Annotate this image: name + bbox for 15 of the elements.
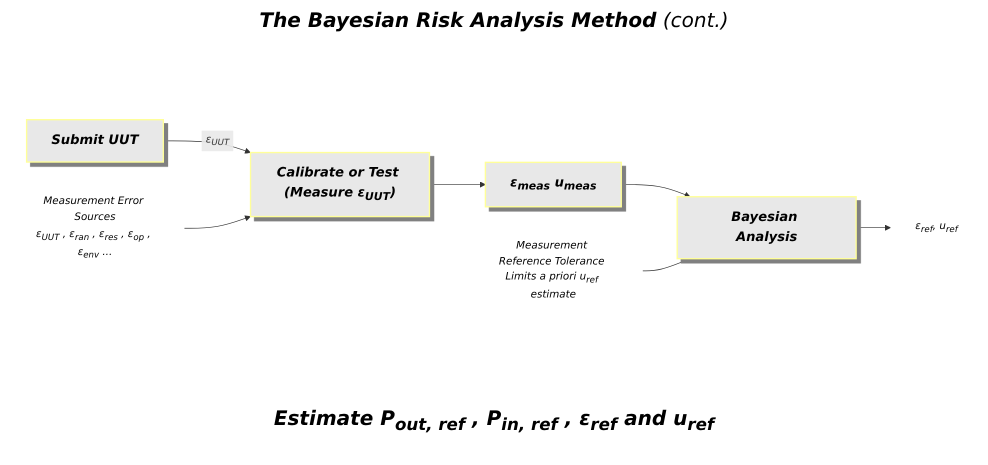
edge-label: ε$_{UUT}$ — [206, 132, 230, 148]
arrow — [642, 258, 690, 272]
node-box: Submit UUT — [26, 119, 164, 163]
diagram-caption: Estimate P$_{out, ref}$ , P$_{in, ref}$ , ε$_{ref}$ and u$_{ref}$ — [272, 406, 717, 434]
arrow — [856, 224, 891, 231]
diagram-title: The Bayesian Risk Analysis Method (cont.) — [258, 8, 730, 32]
arrow — [184, 215, 251, 229]
node-text: Measurement Error Sources ε$_{UUT}$ , ε$_{ran}$ , ε$_{res}$ , ε$_{op}$ , ε$_{env}$ ... — [36, 194, 151, 260]
arrow — [620, 184, 690, 198]
node-box: Bayesian Analysis — [676, 196, 857, 260]
node-text: Measurement Reference Tolerance Limits a priori u$_{ref}$ estimate — [498, 239, 605, 300]
node-box: Calibrate or Test (Measure ε$_{UUT}$) — [250, 152, 430, 218]
node-text: ε$_{ref}$, u$_{ref}$ — [915, 220, 958, 234]
node-box: ε$_{meas}$ u$_{meas}$ — [484, 162, 622, 208]
arrow — [429, 182, 486, 188]
